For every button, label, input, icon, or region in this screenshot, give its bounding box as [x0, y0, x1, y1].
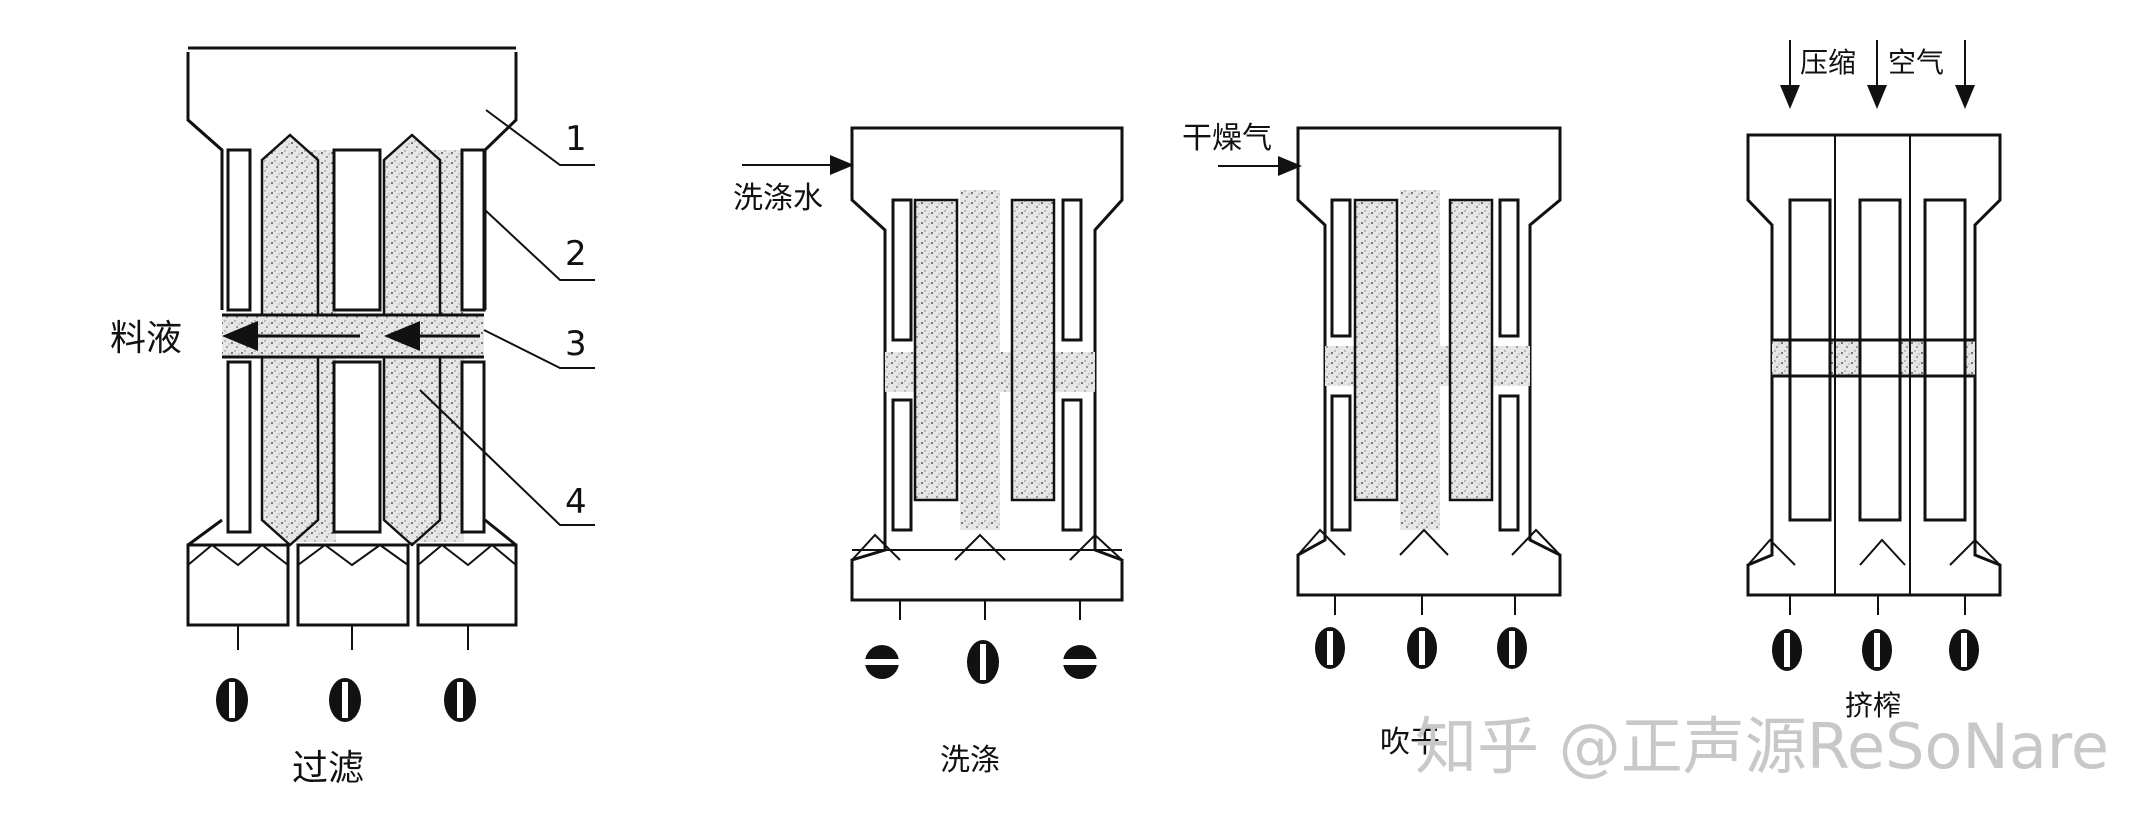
plate-left-top	[226, 148, 252, 312]
inlet-label: 料液	[110, 318, 182, 359]
plate-left-bottom	[226, 360, 252, 534]
squeeze-label-left: 压缩	[1800, 46, 1856, 79]
inlet-label: 干燥气	[1182, 121, 1272, 156]
part-number-2: 2	[565, 234, 587, 274]
plate-right-bottom	[460, 360, 486, 534]
stage-blowing: 干燥气 吹干	[1182, 121, 1562, 760]
part-number-1: 1	[565, 119, 587, 159]
part-number-3: 3	[565, 324, 587, 364]
outlet-valve	[329, 678, 361, 722]
closed-valve	[1062, 645, 1098, 679]
watermark: 知乎 @正声源ReSoNare	[1415, 710, 2109, 783]
stage-squeezing: 压缩 空气 挤榨	[1746, 40, 2002, 722]
stage-caption: 吹干	[1380, 725, 1440, 760]
filter-cake	[1448, 198, 1494, 502]
outlet-valve	[967, 640, 999, 684]
squeeze-membrane	[1858, 198, 1902, 522]
inlet-label: 洗涤水	[733, 181, 823, 216]
squeeze-membrane	[1923, 198, 1967, 522]
stage-caption: 过滤	[292, 748, 364, 789]
squeeze-membrane	[1788, 198, 1832, 522]
outlet-valve	[1862, 629, 1892, 671]
outlet-valve	[216, 678, 248, 722]
plate-mid-bottom	[332, 360, 382, 534]
outlet-valve	[1772, 629, 1802, 671]
outlet-valve	[1407, 627, 1437, 669]
squeeze-label-right: 空气	[1888, 46, 1944, 79]
filter-cake	[913, 198, 959, 502]
stage-caption: 洗涤	[940, 743, 1000, 778]
closed-valve	[864, 645, 900, 679]
outlet-valve	[1497, 627, 1527, 669]
outlet-valve	[444, 678, 476, 722]
top-manifold	[186, 52, 224, 310]
filter-cake	[1353, 198, 1399, 502]
plate-mid-top	[332, 148, 382, 312]
stage-filtration: 1 2 3 4 料液 过滤	[110, 46, 595, 789]
outlet-valve	[1315, 627, 1345, 669]
stage-caption: 挤榨	[1845, 689, 1901, 722]
plate-right-top	[460, 148, 486, 312]
outlet-valve	[1949, 629, 1979, 671]
filter-cake	[1010, 198, 1056, 502]
part-number-4: 4	[565, 482, 587, 522]
stage-washing: 洗涤水 洗涤	[733, 126, 1124, 778]
